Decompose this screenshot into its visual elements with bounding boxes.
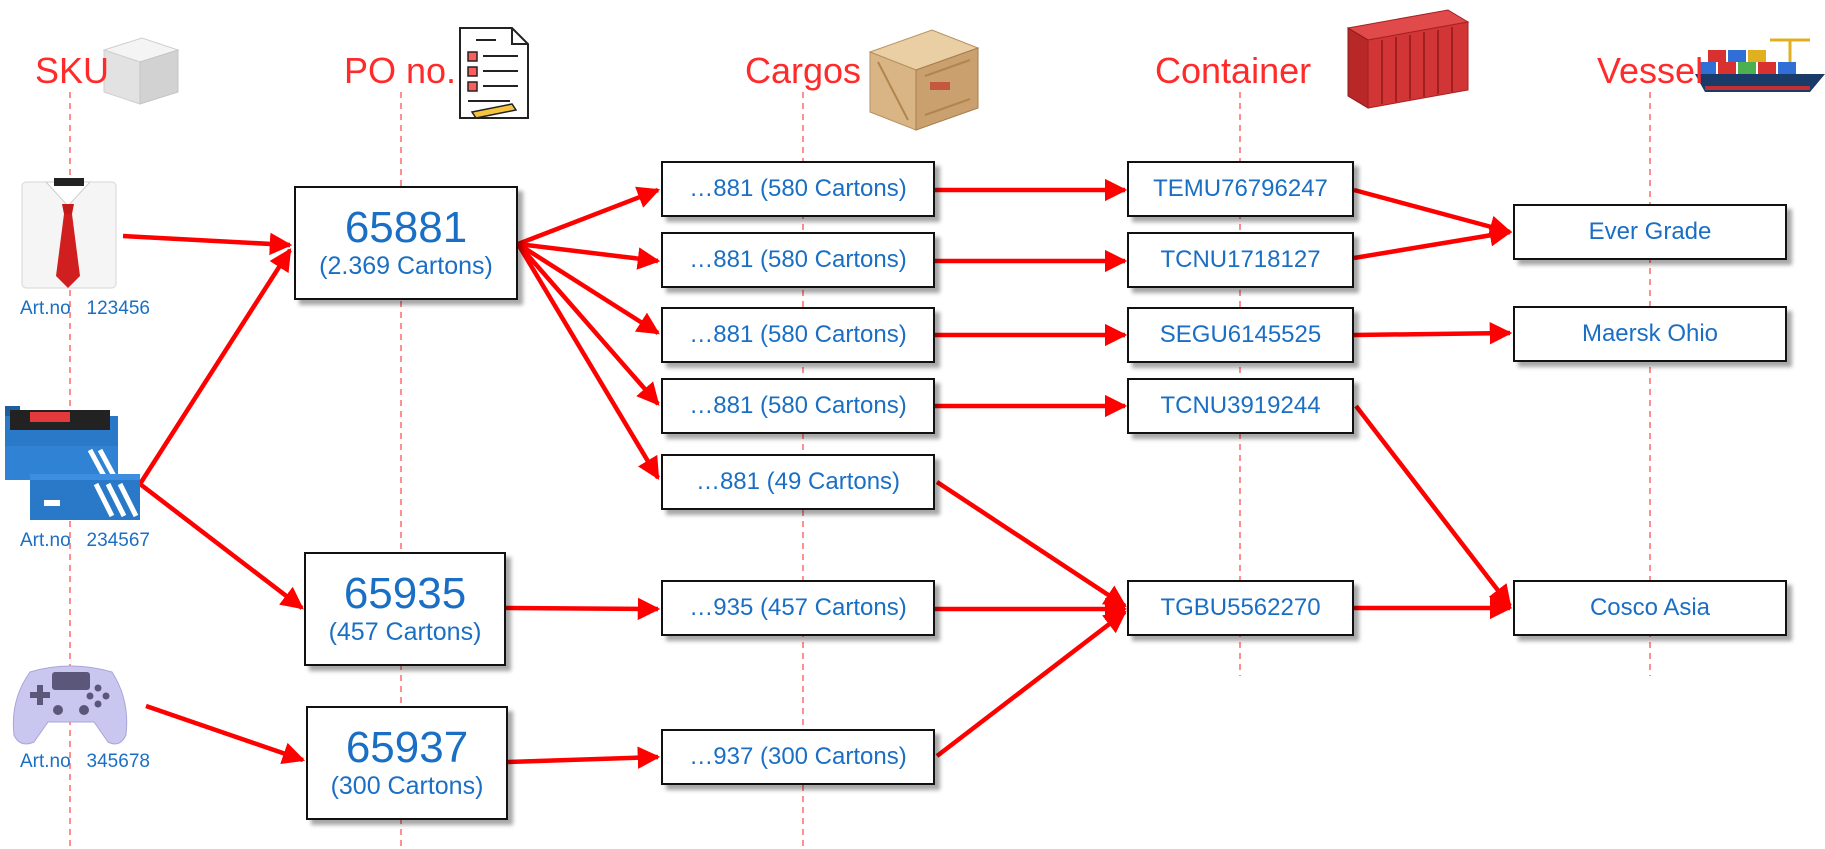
po-number: 65935 [343, 568, 467, 618]
cargo-node[interactable]: …881 (49 Cartons) [661, 454, 935, 510]
shoe-boxes-icon [5, 406, 140, 520]
arrow-po1-cargo5 [516, 242, 660, 480]
arrow-po2-cargo6 [505, 597, 661, 621]
header-sku: SKU [35, 50, 110, 91]
po-node[interactable]: 65881 (2.369 Cartons) [294, 186, 518, 300]
art-no-value: 345678 [86, 751, 150, 772]
art-no-value: 234567 [86, 530, 150, 551]
arrow-po3-cargo7 [507, 746, 661, 769]
art-no-label: Art.no [20, 530, 71, 551]
arrows [122, 178, 1513, 769]
po-node[interactable]: 65937 (300 Cartons) [306, 706, 508, 820]
container-node[interactable]: TCNU3919244 [1127, 378, 1354, 434]
cargo-node[interactable]: …881 (580 Cartons) [661, 232, 935, 288]
cargo-node[interactable]: …881 (580 Cartons) [661, 378, 935, 434]
po-cartons: (2.369 Cartons) [319, 252, 493, 281]
po-node[interactable]: 65935 (457 Cartons) [304, 552, 506, 666]
container-node[interactable]: TGBU5562270 [1127, 580, 1354, 636]
art-no-label: Art.no [20, 751, 71, 772]
arrow-po1-cargo3 [516, 242, 660, 335]
sku-art-no: Art.no 123456 [20, 298, 150, 320]
po-number: 65881 [344, 202, 468, 252]
shirt-and-tie-icon [21, 178, 117, 289]
arrow-cargo5-container5 [935, 480, 1127, 608]
arrow-cargo7-container5 [935, 610, 1127, 758]
container-node[interactable]: SEGU6145525 [1127, 307, 1354, 363]
document-checklist-icon [459, 27, 529, 119]
wooden-crate-icon [868, 29, 980, 131]
arrow-sku2-po2 [138, 482, 304, 610]
cargo-node[interactable]: …881 (580 Cartons) [661, 161, 935, 217]
header-container: Container [1155, 50, 1312, 91]
arrow-po1-cargo4 [516, 242, 660, 406]
art-no-value: 123456 [86, 298, 150, 319]
container-node[interactable]: TEMU76796247 [1127, 161, 1354, 217]
sku-art-no: Art.no 345678 [20, 751, 150, 773]
container-node[interactable]: TCNU1718127 [1127, 232, 1354, 288]
arrow-sku1-po1 [122, 232, 293, 256]
arrow-sku3-po3 [145, 703, 306, 765]
gamepad-icon [12, 665, 128, 745]
box-icon [102, 37, 180, 105]
container-ship-icon [1695, 38, 1825, 92]
cargo-node[interactable]: …881 (580 Cartons) [661, 307, 935, 363]
arrow-po1-cargo2 [517, 241, 661, 270]
header-vessel: Vessel [1597, 50, 1704, 91]
cargo-node[interactable]: …937 (300 Cartons) [661, 729, 935, 785]
arrow-container3-vessel2 [1353, 322, 1513, 345]
vessel-node[interactable]: Maersk Ohio [1513, 306, 1787, 362]
arrow-sku2-po1 [138, 248, 292, 486]
po-cartons: (457 Cartons) [328, 618, 482, 647]
arrow-container2-vessel1 [1353, 224, 1513, 261]
cargo-node[interactable]: …935 (457 Cartons) [661, 580, 935, 636]
po-cartons: (300 Cartons) [330, 772, 484, 801]
arrow-container1-vessel1 [1353, 187, 1513, 238]
header-po: PO no. [344, 50, 457, 91]
po-number: 65937 [345, 722, 469, 772]
art-no-label: Art.no [20, 298, 71, 319]
shipping-container-icon [1346, 9, 1470, 109]
arrow-po1-cargo1 [517, 186, 661, 247]
vessel-node[interactable]: Cosco Asia [1513, 580, 1787, 636]
header-cargos: Cargos [745, 50, 862, 91]
sku-art-no: Art.no 234567 [20, 530, 150, 552]
vessel-node[interactable]: Ever Grade [1513, 204, 1787, 260]
arrow-container4-vessel3 [1354, 404, 1512, 608]
